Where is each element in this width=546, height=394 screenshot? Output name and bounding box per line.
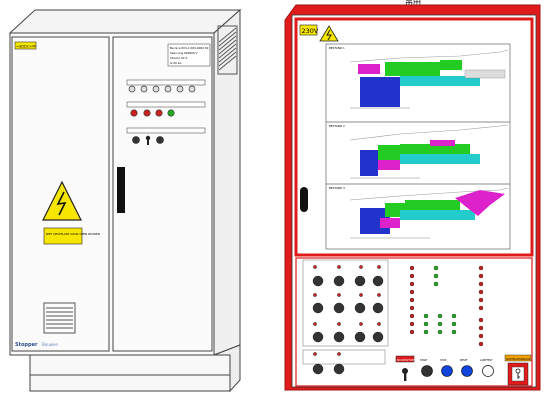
nameplate-line: Spanning 000000 V	[170, 51, 198, 55]
left-cabinet	[8, 8, 242, 393]
red-lamp	[130, 109, 138, 117]
selector-knob[interactable]	[164, 85, 172, 93]
left-door[interactable]	[11, 36, 110, 352]
red-lamp	[155, 109, 163, 117]
side-vent	[217, 25, 238, 75]
blue-button[interactable]	[461, 365, 473, 377]
map-sheets: BESTAND 1 BESTAND 2 BESTAND 3	[325, 43, 511, 250]
selector-switch[interactable]	[372, 331, 384, 343]
brand-sub: Bouwen	[42, 342, 58, 347]
selector-knob[interactable]	[188, 85, 196, 93]
key-icon[interactable]	[402, 368, 408, 381]
selector-knob[interactable]	[140, 85, 148, 93]
brand-logo: Stopper	[15, 342, 38, 348]
voltage-tag	[299, 24, 318, 36]
warning-label-text: NIET OPSTELLEN VOOR OPEN DEUREN	[46, 232, 100, 236]
right-cabinet-title: 吊田	[405, 0, 421, 7]
selector-switch[interactable]	[312, 275, 324, 287]
selector-knob[interactable]	[152, 85, 160, 93]
red-lamp	[143, 109, 151, 117]
key-icon[interactable]	[145, 135, 151, 145]
selector-switch[interactable]	[333, 302, 345, 314]
blue-button[interactable]	[441, 365, 453, 377]
lamp-panel	[126, 101, 206, 117]
selector-switch[interactable]	[333, 275, 345, 287]
map-label: BESTAND 1	[329, 46, 345, 50]
control-label: STOP	[440, 359, 447, 362]
selector-switch[interactable]	[354, 275, 366, 287]
rotary-switch[interactable]	[421, 365, 433, 377]
control-label: LAMPTEST	[480, 359, 493, 362]
rotary-switch[interactable]	[132, 136, 140, 144]
map-label: BESTAND 2	[329, 124, 345, 128]
floor-plan-3	[349, 187, 509, 239]
indicator-lamps	[409, 265, 484, 347]
push-button[interactable]	[156, 136, 164, 144]
door-tag	[14, 41, 37, 50]
cabinet-top	[8, 9, 242, 34]
voltage-tag-text: 230V	[302, 27, 319, 35]
selector-switch[interactable]	[354, 302, 366, 314]
selector-bank	[302, 259, 389, 347]
green-lamp	[167, 109, 175, 117]
selector-bank-2	[302, 349, 386, 375]
lightning-icon	[56, 191, 67, 216]
selector-switch[interactable]	[354, 331, 366, 343]
nameplate-line: Ik 00 kA	[170, 61, 181, 65]
button-panel-label: NOODSTOP	[397, 358, 414, 362]
selector-switch[interactable]	[333, 331, 345, 343]
cabinet-plinth	[29, 354, 231, 392]
selector-knob[interactable]	[128, 85, 136, 93]
selector-switch[interactable]	[372, 302, 384, 314]
key-icon[interactable]	[515, 368, 521, 379]
selector-switch[interactable]	[312, 302, 324, 314]
meter-panel	[126, 79, 206, 93]
white-button[interactable]	[482, 365, 494, 377]
right-door[interactable]	[112, 36, 213, 352]
bottom-vent	[43, 302, 76, 334]
warning-triangle-icon	[42, 180, 82, 221]
key-box: SLEUTELSCHAKELAAR	[504, 354, 532, 386]
nameplate-line: Bernice PCS-1 000-0000 00	[170, 46, 209, 50]
selector-switch[interactable]	[333, 363, 345, 375]
nameplate: Bernice PCS-1 000-0000 00 Spanning 00000…	[167, 43, 211, 67]
control-label: START	[420, 359, 428, 362]
switch-panel	[126, 127, 206, 145]
selector-switch[interactable]	[312, 331, 324, 343]
selector-switch[interactable]	[372, 275, 384, 287]
warning-triangle-icon	[319, 25, 339, 42]
selector-knob[interactable]	[176, 85, 184, 93]
nameplate-line: Stroom 00 A	[170, 56, 187, 60]
button-row: NOODSTOP START STOP RESET LAMPTEST	[395, 355, 494, 381]
door-handle-icon[interactable]	[117, 167, 125, 213]
floor-plan-2	[349, 124, 509, 179]
floor-plan-1	[349, 49, 509, 109]
door-handle-icon[interactable]	[300, 187, 308, 212]
control-label: RESET	[460, 359, 468, 362]
button-panel-tag	[395, 355, 415, 363]
key-box-label: SLEUTELSCHAKELAAR	[506, 358, 531, 361]
selector-switch[interactable]	[312, 363, 324, 375]
map-label: BESTAND 3	[329, 186, 345, 190]
warning-label	[43, 227, 83, 245]
door-tag-text: =SDDC+M	[16, 45, 35, 49]
